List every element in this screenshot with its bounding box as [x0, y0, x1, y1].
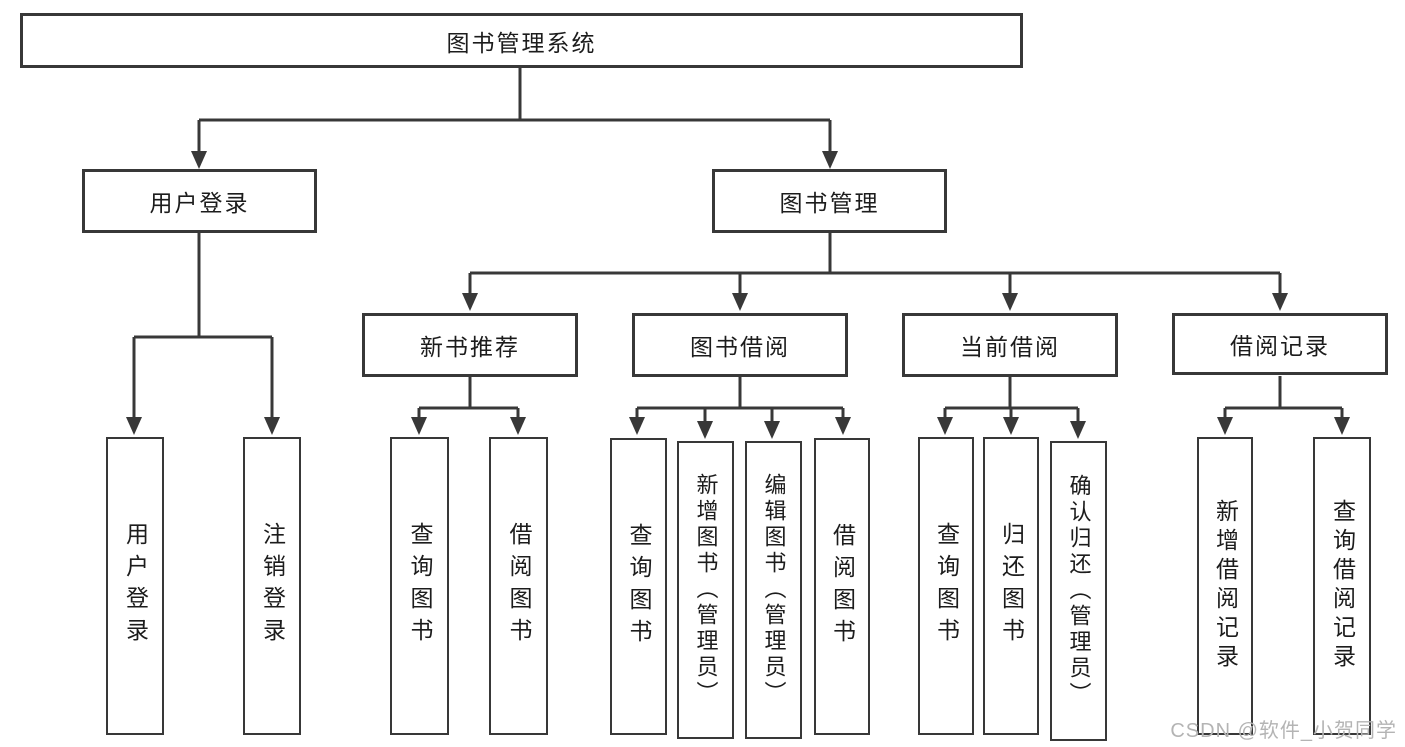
connector-user-login — [132, 233, 274, 420]
node-label: 当前借阅 — [960, 334, 1060, 360]
node-current-borrow: 当前借阅 — [902, 313, 1118, 377]
node-leaf-query-borrow-record: 查询借阅记录 — [1313, 437, 1371, 735]
arrowhead — [1272, 293, 1288, 311]
node-leaf-query-books-recommend: 查询图书 — [390, 437, 449, 735]
arrowhead — [835, 417, 851, 435]
node-label: 新增借阅记录 — [1212, 499, 1239, 673]
node-leaf-add-borrow-record: 新增借阅记录 — [1197, 437, 1253, 735]
node-label: 借阅图书 — [829, 522, 856, 651]
arrowhead — [264, 417, 280, 435]
node-label: 图书借阅 — [690, 334, 790, 360]
node-leaf-edit-book-admin: 编辑图书（管理员） — [745, 441, 802, 739]
connector-new-book-recommend — [417, 377, 520, 420]
node-leaf-borrow-books: 借阅图书 — [814, 438, 870, 735]
arrowhead — [1334, 417, 1350, 435]
arrowhead — [937, 417, 953, 435]
node-leaf-borrow-books-recommend: 借阅图书 — [489, 437, 548, 735]
node-label: 注销登录 — [259, 522, 286, 650]
arrowhead — [1003, 417, 1019, 435]
node-label: 图书管理系统 — [446, 29, 597, 56]
node-leaf-confirm-return-admin: 确认归还（管理员） — [1050, 441, 1107, 741]
arrowhead — [822, 151, 838, 169]
arrowhead — [764, 421, 780, 439]
connector-book-management — [468, 233, 1282, 296]
node-label: 借阅图书 — [506, 522, 532, 650]
node-label: 查询借阅记录 — [1329, 499, 1356, 673]
node-new-book-recommend: 新书推荐 — [362, 313, 578, 377]
node-label: 查询图书 — [626, 522, 652, 651]
node-leaf-query-books-borrow: 查询图书 — [610, 438, 667, 735]
node-leaf-return-book: 归还图书 — [983, 437, 1039, 735]
arrowhead — [462, 293, 478, 311]
node-book-management: 图书管理 — [712, 169, 947, 233]
arrowhead — [1002, 293, 1018, 311]
node-leaf-user-login: 用户登录 — [106, 437, 164, 735]
node-label: 编辑图书（管理员） — [761, 473, 787, 707]
node-leaf-logout: 注销登录 — [243, 437, 301, 735]
arrowhead — [126, 417, 142, 435]
arrowhead — [191, 151, 207, 169]
node-root: 图书管理系统 — [20, 13, 1023, 68]
node-label: 新书推荐 — [420, 334, 520, 360]
node-label: 用户登录 — [122, 522, 149, 650]
node-label: 查询图书 — [933, 522, 960, 650]
node-label: 查询图书 — [407, 522, 433, 650]
connector-current-borrow — [943, 377, 1080, 424]
connector-borrow-records — [1223, 376, 1344, 420]
node-label: 图书管理 — [779, 190, 880, 216]
node-leaf-query-books-current: 查询图书 — [918, 437, 974, 735]
arrowhead — [411, 417, 427, 435]
csdn-watermark: CSDN @软件_小贺同学 — [1170, 720, 1397, 742]
node-label: 借阅记录 — [1230, 333, 1330, 359]
node-label: 归还图书 — [998, 522, 1025, 650]
node-label: 新增图书（管理员） — [693, 473, 719, 707]
arrowhead — [510, 417, 526, 435]
arrowhead — [629, 417, 645, 435]
node-user-login: 用户登录 — [82, 169, 317, 233]
node-leaf-add-book-admin: 新增图书（管理员） — [677, 441, 734, 739]
node-borrow-records: 借阅记录 — [1172, 313, 1388, 375]
node-label: 确认归还（管理员） — [1066, 474, 1092, 708]
node-label: 用户登录 — [149, 190, 250, 216]
arrowhead — [732, 293, 748, 311]
arrowhead — [697, 421, 713, 439]
arrowhead — [1217, 417, 1233, 435]
connector-book-borrow — [635, 377, 845, 424]
node-book-borrow: 图书借阅 — [632, 313, 848, 377]
connector-root — [197, 68, 832, 154]
arrowhead — [1070, 421, 1086, 439]
